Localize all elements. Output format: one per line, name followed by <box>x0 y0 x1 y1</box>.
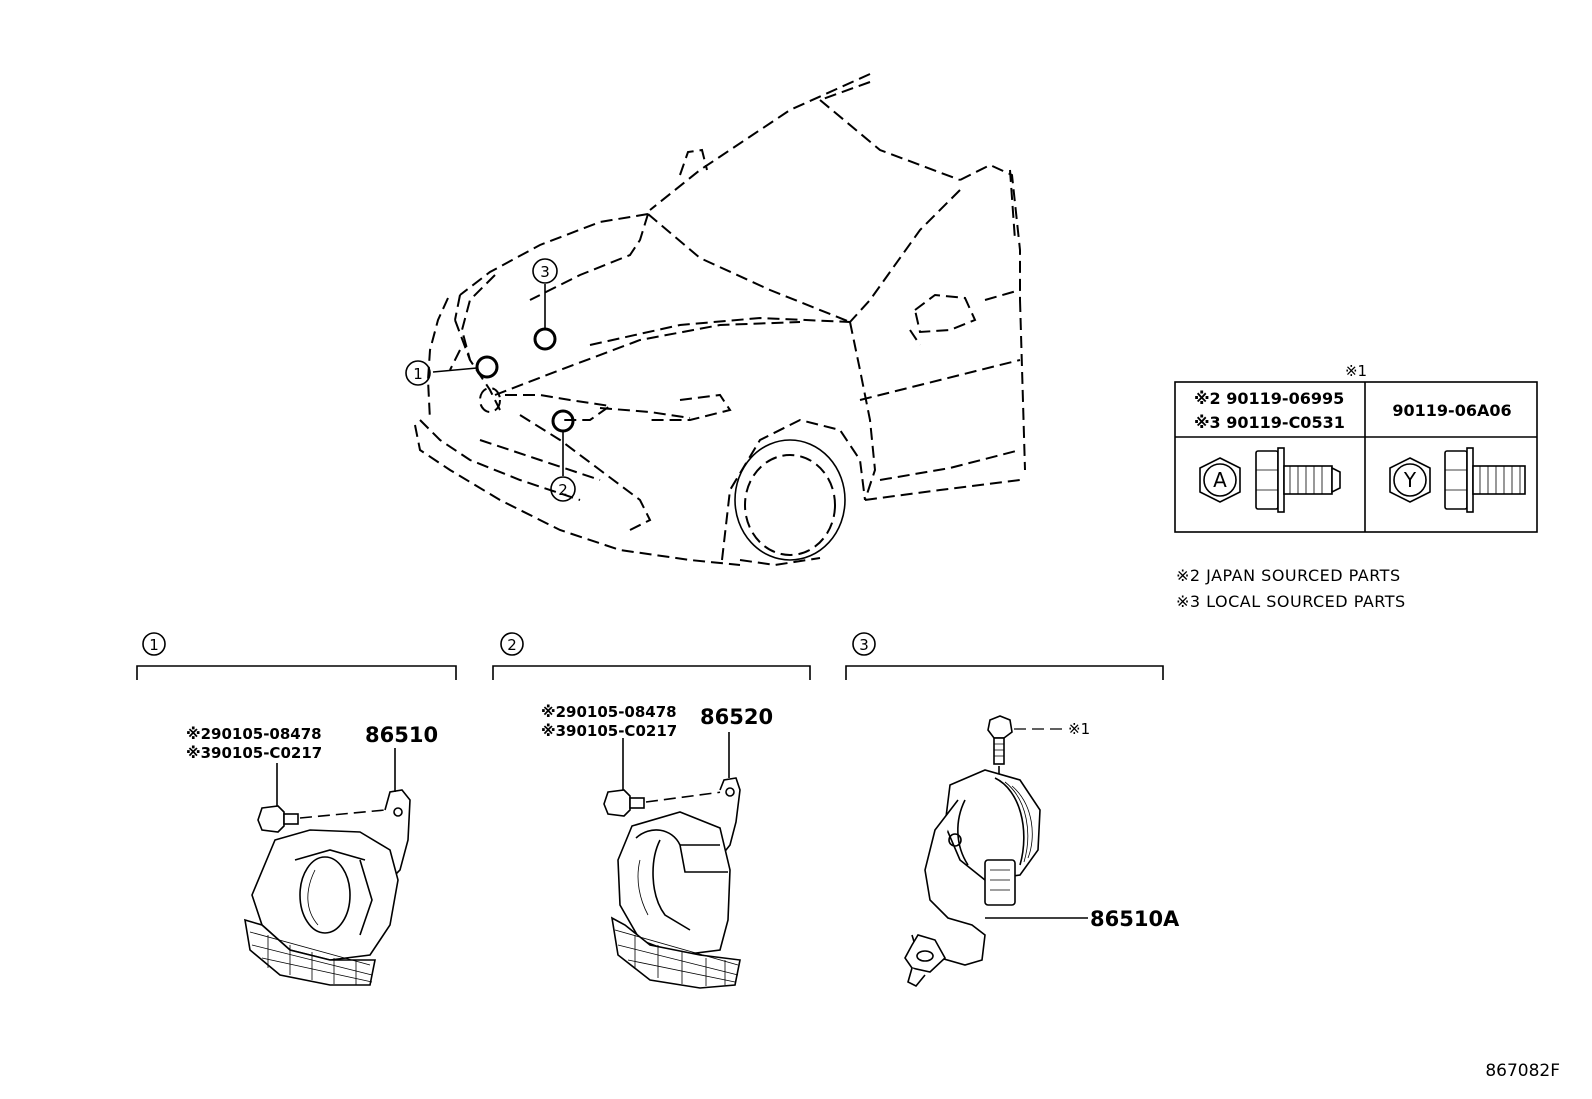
section-2-bolt-line2: ※390105-C0217 <box>541 722 677 740</box>
symbol-a: A <box>1213 468 1227 492</box>
fastener-col1-line1: ※2 90119-06995 <box>1194 389 1344 408</box>
callout-3-label: 3 <box>540 263 550 281</box>
fastener-table-note: ※1 <box>1345 362 1367 380</box>
fastener-table <box>1174 381 1538 533</box>
section-brackets <box>136 632 1164 680</box>
section-1-number: 1 <box>149 636 159 654</box>
horn-86510-drawing <box>244 763 411 986</box>
section-1-bolt-line2: ※390105-C0217 <box>186 744 322 762</box>
fastener-col2: 90119-06A06 <box>1392 401 1511 420</box>
callout-1-label: 1 <box>413 365 423 383</box>
location-markers <box>405 258 576 502</box>
section-2-bolt-line1: ※290105-08478 <box>541 703 677 721</box>
callout-2-label: 2 <box>558 481 568 499</box>
note-local: ※3 LOCAL SOURCED PARTS <box>1176 592 1406 611</box>
section-2-number: 2 <box>507 636 517 654</box>
part-86510-label: 86510 <box>365 723 438 747</box>
section-3-bolt-ref: ※1 <box>1068 720 1090 738</box>
part-86520-label: 86520 <box>700 705 773 729</box>
horn-86510a-drawing <box>904 715 1088 988</box>
symbol-y: Y <box>1403 468 1417 492</box>
car-outline <box>414 73 1026 567</box>
figure-id: 867082F <box>1485 1061 1560 1081</box>
horn-86520-drawing <box>603 738 741 989</box>
section-1-bolt-line1: ※290105-08478 <box>186 725 322 743</box>
fastener-col1-line2: ※3 90119-C0531 <box>1194 413 1345 432</box>
part-86510a-label: 86510A <box>1090 907 1180 931</box>
section-3-number: 3 <box>859 636 869 654</box>
note-japan: ※2 JAPAN SOURCED PARTS <box>1176 566 1401 585</box>
